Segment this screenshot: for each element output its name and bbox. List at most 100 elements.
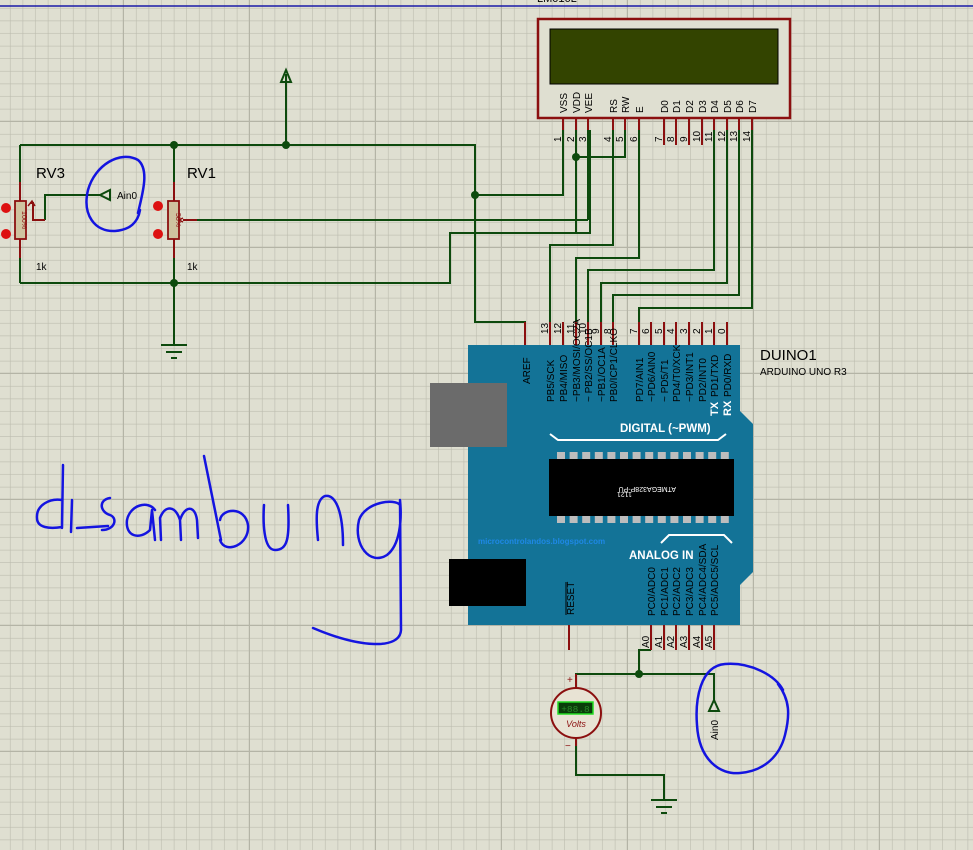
- chip-pin: [708, 515, 717, 523]
- lcd-pin-name: E: [635, 106, 646, 113]
- chip-pin: [620, 515, 628, 523]
- handwriting-disambung: [35, 454, 403, 646]
- potentiometer-rv3[interactable]: RV3 100% 1k: [1, 165, 65, 273]
- digital-pin-name: PD1/TXD: [710, 355, 721, 397]
- analog-pin-name: PC5/ADC5/SCL: [710, 544, 721, 616]
- circle-around-ain0-bottom: [695, 662, 790, 775]
- lcd-screen: [549, 28, 779, 85]
- lcd-pin-number: 1: [553, 136, 564, 142]
- analog-pin-number: A2: [666, 635, 677, 648]
- analog-pin-a5[interactable]: PC5/ADC5/SCL A5: [704, 544, 721, 650]
- rv1-value: 1k: [187, 262, 199, 273]
- increase-button-rv3[interactable]: [1, 203, 11, 213]
- lcd-pin-d2[interactable]: D29: [679, 100, 696, 145]
- aref-label: AREF: [522, 357, 533, 384]
- digital-pin-11[interactable]: 11~PB3/MOSI/OC2A: [566, 319, 583, 402]
- analog-pin-name: PC3/ADC3: [685, 567, 696, 616]
- lcd-pin-number: 3: [578, 136, 589, 142]
- digital-pin-name: ~PB1/OC1A: [597, 347, 608, 402]
- analog-title: ANALOG IN: [629, 550, 694, 562]
- digital-pin-number: 3: [679, 328, 690, 334]
- terminal-ain0-top[interactable]: Ain0: [97, 188, 137, 202]
- lcd-pin-name: RW: [621, 96, 632, 113]
- lcd-pin-d0[interactable]: D07: [654, 100, 671, 145]
- lcd-pin-number: 12: [717, 130, 728, 142]
- digital-pin-9[interactable]: 9~PB1/OC1A: [591, 322, 608, 402]
- digital-pin-number: 8: [603, 328, 614, 334]
- analog-pin-name: PC2/ADC2: [672, 567, 683, 616]
- reset-label: RESET: [566, 582, 577, 615]
- terminal-ain0-bottom[interactable]: Ain0: [707, 697, 721, 740]
- rv1-ref: RV1: [187, 165, 216, 182]
- digital-pin-name: PB5/SCK: [546, 359, 557, 402]
- lcd-pin-d1[interactable]: D18: [666, 100, 683, 145]
- lcd-part-label: LM016L: [537, 0, 577, 5]
- lcd-pin-name: D0: [660, 100, 671, 113]
- decrease-button-rv3[interactable]: [1, 229, 11, 239]
- chip-pin: [607, 515, 616, 523]
- lcd-pin-number: 5: [615, 136, 626, 142]
- chip-pin: [657, 515, 666, 523]
- voltmeter[interactable]: + +88.8 Volts −: [550, 674, 602, 752]
- digital-pin-number: 6: [641, 328, 652, 334]
- digital-pin-name: ~PD6/AIN0: [647, 351, 658, 402]
- chip-pin: [695, 515, 704, 523]
- chip-pin: [645, 452, 654, 460]
- chip-pin: [594, 515, 603, 523]
- decrease-button-rv1[interactable]: [153, 229, 163, 239]
- chip-pin: [582, 452, 591, 460]
- chip-pin: [695, 452, 704, 460]
- digital-pin-number: 1: [704, 328, 715, 334]
- analog-pin-number: A5: [704, 635, 715, 648]
- potentiometer-rv1[interactable]: RV1 58% 1k: [153, 165, 216, 273]
- rv3-percent: 100%: [20, 211, 27, 229]
- chip-pin: [670, 515, 679, 523]
- digital-pin-number: 12: [553, 322, 564, 334]
- analog-pin-number: A3: [679, 635, 690, 648]
- digital-pin-name: PB4/MISO: [559, 355, 570, 402]
- power-terminal[interactable]: [279, 67, 293, 145]
- digital-pin-6[interactable]: 6 ~PD6/AIN0: [641, 322, 658, 402]
- analog-pin-name: PC4/ADC4/SDA: [698, 543, 709, 616]
- digital-pin-3[interactable]: 3~PD3/INT1: [679, 322, 696, 402]
- digital-pin-10[interactable]: 10~ PB2/SS/OC1B: [578, 322, 595, 402]
- digital-pin-name: PD0/RXD: [723, 354, 734, 397]
- tx-label: TX: [709, 401, 721, 416]
- analog-pin-number: A1: [654, 635, 665, 648]
- ground-symbol-left[interactable]: [161, 344, 187, 359]
- chip-pin: [607, 452, 616, 460]
- chip-pin: [683, 515, 691, 523]
- increase-button-rv1[interactable]: [153, 201, 163, 211]
- ground-symbol-bottom[interactable]: [651, 799, 677, 814]
- power-jack: [449, 559, 526, 606]
- digital-pin-5[interactable]: 5~ PD5/T1: [654, 322, 671, 402]
- terminal-ain0-top-label: Ain0: [117, 191, 137, 202]
- lcd-pin-name: VSS: [559, 93, 570, 113]
- rx-label: RX: [722, 400, 734, 416]
- digital-pin-number: 5: [654, 328, 665, 334]
- lcd-pin-name: VDD: [572, 92, 583, 113]
- digital-pin-name: PB0/ICP1/CLKO: [609, 328, 620, 402]
- lcd-pin-number: 8: [666, 136, 677, 142]
- digital-title: DIGITAL (~PWM): [620, 423, 711, 435]
- lcd-pin-name: D4: [710, 100, 721, 113]
- lcd-pin-number: 10: [692, 130, 703, 142]
- digital-pin-number: 13: [540, 322, 551, 334]
- chip-name: ATMEGA328P-PU: [619, 485, 676, 492]
